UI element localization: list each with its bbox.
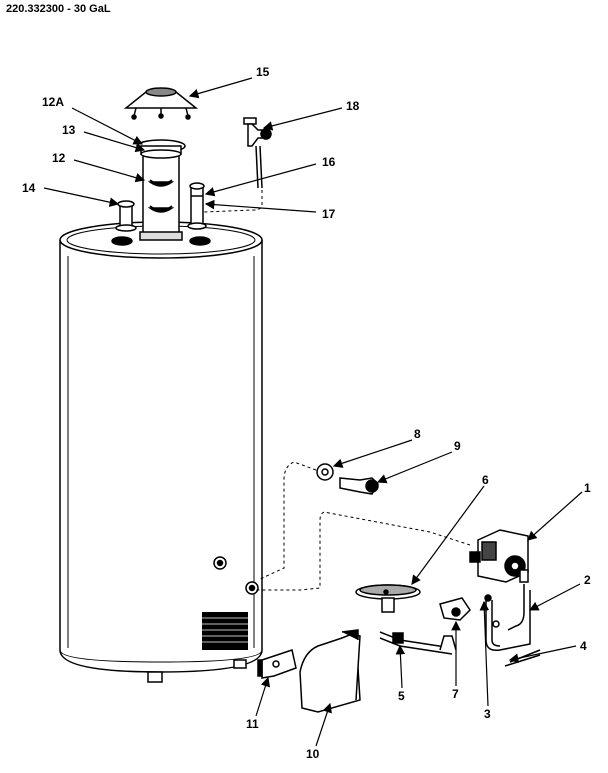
access-panel-grille xyxy=(202,612,248,650)
callout-3: 3 xyxy=(484,707,491,721)
outlet-nipple xyxy=(187,182,207,230)
callout-13: 13 xyxy=(62,123,76,137)
callout-8: 8 xyxy=(414,427,421,441)
callout-4: 4 xyxy=(580,639,587,653)
inlet-nipple xyxy=(115,200,137,232)
callout-5: 5 xyxy=(398,689,405,703)
diagram-title: 220.332300 - 30 GaL xyxy=(6,3,111,15)
callout-11: 11 xyxy=(246,717,259,731)
callout-2: 2 xyxy=(584,573,591,587)
callout-12A: 12A xyxy=(42,95,64,109)
leader-arrows xyxy=(43,77,583,747)
callout-labels: 15 12A 18 13 12 16 14 17 8 9 6 1 2 4 5 7… xyxy=(22,65,591,761)
relief-valve-dashed-leader xyxy=(202,190,263,213)
callout-1: 1 xyxy=(584,481,591,495)
callout-9: 9 xyxy=(454,439,461,453)
callout-7: 7 xyxy=(452,687,459,701)
callout-17: 17 xyxy=(322,207,336,221)
callout-6: 6 xyxy=(482,473,489,487)
outer-door xyxy=(299,629,361,713)
burner xyxy=(355,584,421,613)
thermocouple-line xyxy=(507,584,525,631)
callout-12: 12 xyxy=(52,151,66,165)
draft-hood xyxy=(123,87,199,120)
callout-10: 10 xyxy=(306,747,320,761)
drain-valve xyxy=(316,463,379,495)
relief-valve xyxy=(243,117,272,189)
callout-18: 18 xyxy=(346,99,360,113)
callout-15: 15 xyxy=(256,65,270,79)
pilot-assembly xyxy=(392,594,500,651)
callout-16: 16 xyxy=(322,155,336,169)
inner-door xyxy=(257,649,297,679)
gas-valve-dashed-leader xyxy=(256,511,471,591)
side-fittings xyxy=(213,556,259,595)
callout-14: 14 xyxy=(22,181,36,195)
flue-pipe xyxy=(139,151,183,241)
flue-collar xyxy=(136,139,186,159)
gas-control-valve xyxy=(469,529,529,583)
drain-dashed-leader xyxy=(257,461,317,581)
